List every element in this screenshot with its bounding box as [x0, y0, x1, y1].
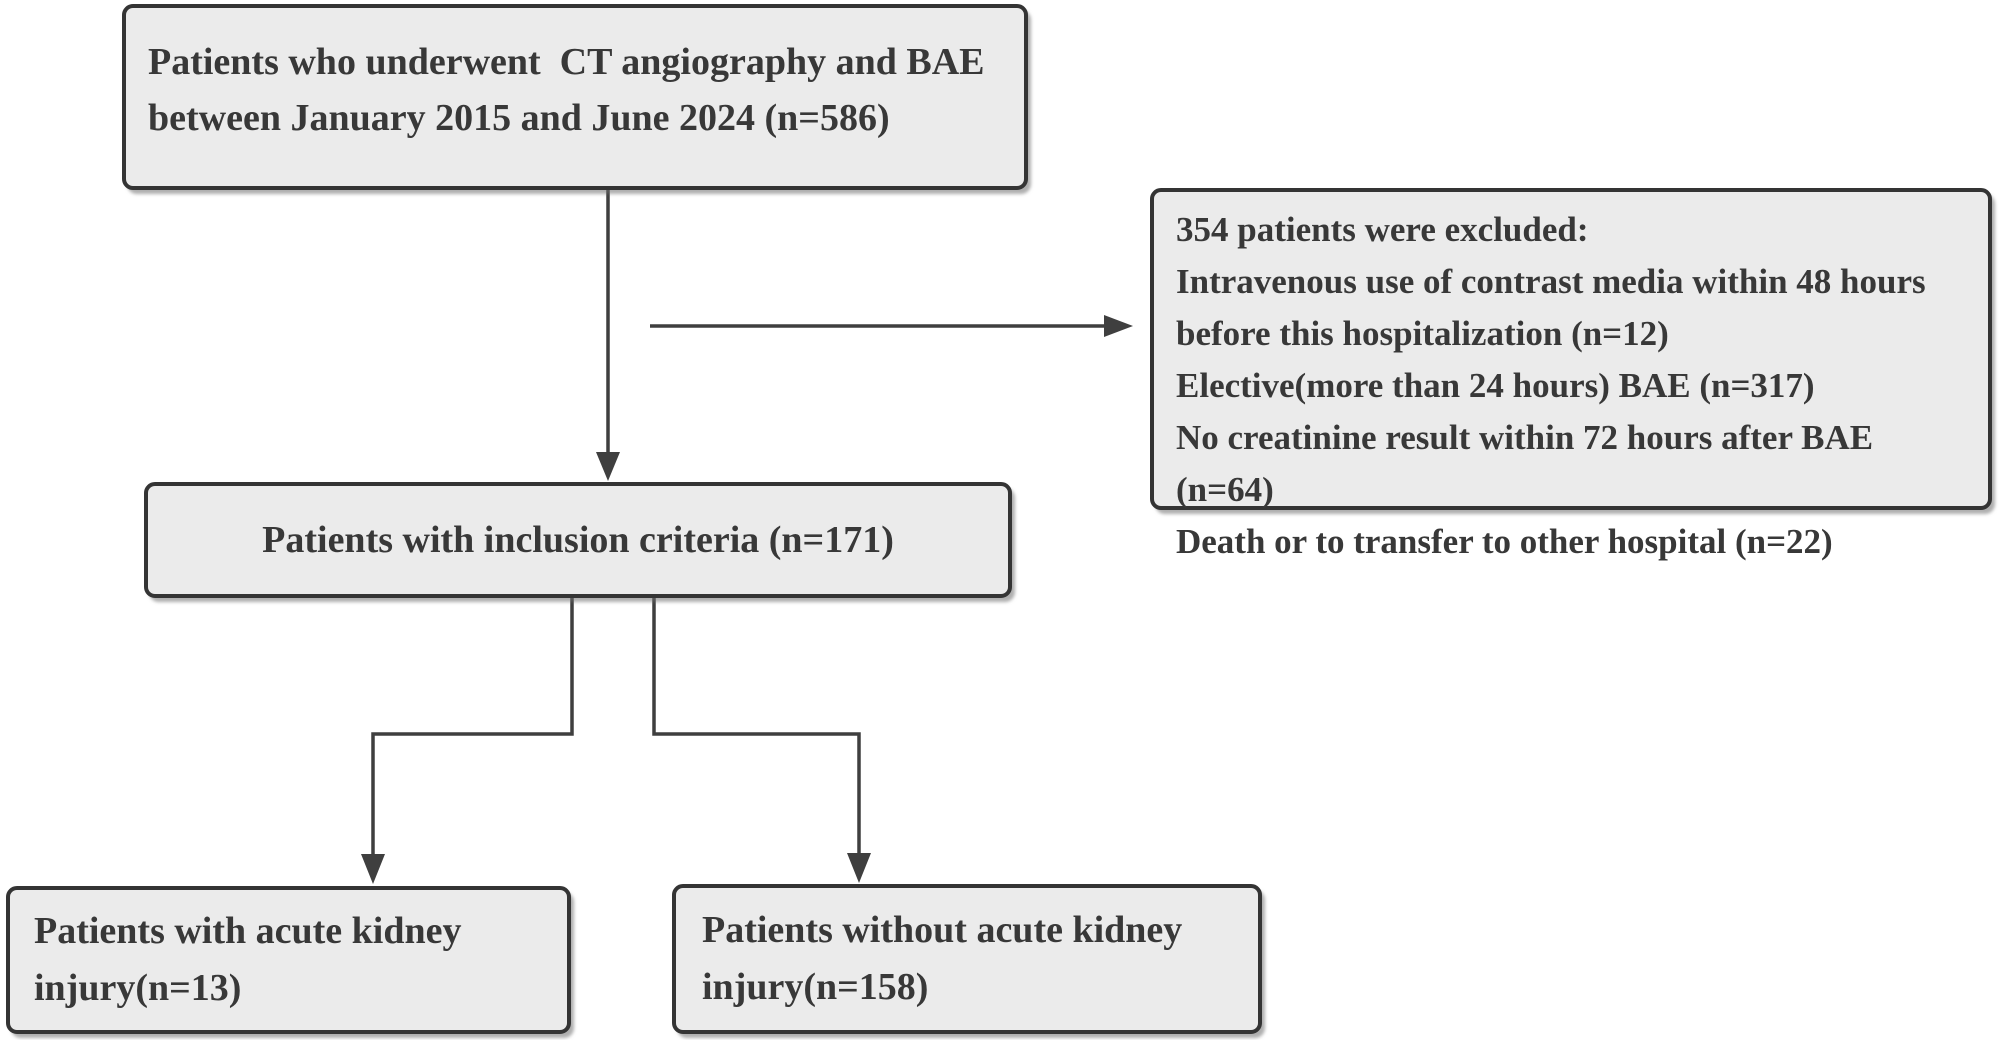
box-aki-line: Patients with acute kidney — [34, 910, 462, 952]
box-inclusion: Patients with inclusion criteria (n=171) — [144, 482, 1012, 598]
box-excluded-line: before this hospitalization (n=12) — [1176, 314, 1669, 353]
box-excluded-line: Intravenous use of contrast media within… — [1176, 262, 1926, 301]
box-no-aki: Patients without acute kidney injury(n=1… — [672, 884, 1262, 1034]
box-cohort-line: between January 2015 and June 2024 (n=58… — [148, 97, 890, 139]
box-excluded-line: 354 patients were excluded: — [1176, 210, 1589, 249]
box-aki: Patients with acute kidney injury(n=13) — [6, 886, 571, 1034]
box-inclusion-line: Patients with inclusion criteria (n=171) — [262, 519, 894, 561]
box-excluded-line: No creatinine result within 72 hours aft… — [1176, 418, 1882, 509]
box-aki-line: injury(n=13) — [34, 967, 242, 1009]
box-no-aki-line: injury(n=158) — [702, 966, 929, 1008]
box-excluded: 354 patients were excluded: Intravenous … — [1150, 188, 1992, 561]
connector-line — [652, 598, 861, 855]
connector-inclusion-to-aki — [361, 598, 574, 884]
arrow-to-excluded — [650, 315, 1133, 337]
arrowhead-down-icon — [596, 452, 620, 481]
box-cohort: Patients who underwent CT angiography an… — [122, 4, 1028, 190]
box-excluded-line: Death or to transfer to other hospital (… — [1176, 522, 1833, 561]
arrowhead-down-icon — [847, 853, 871, 883]
box-cohort-line: Patients who underwent CT angiography an… — [148, 41, 985, 83]
arrow-cohort-to-inclusion — [596, 190, 620, 481]
arrowhead-down-icon — [361, 854, 385, 884]
connector-inclusion-to-no-aki — [652, 598, 871, 883]
arrowhead-right-icon — [1104, 315, 1133, 337]
box-no-aki-line: Patients without acute kidney — [702, 909, 1183, 951]
box-excluded-line: Elective(more than 24 hours) BAE (n=317) — [1176, 366, 1815, 405]
connector-line — [371, 598, 574, 856]
